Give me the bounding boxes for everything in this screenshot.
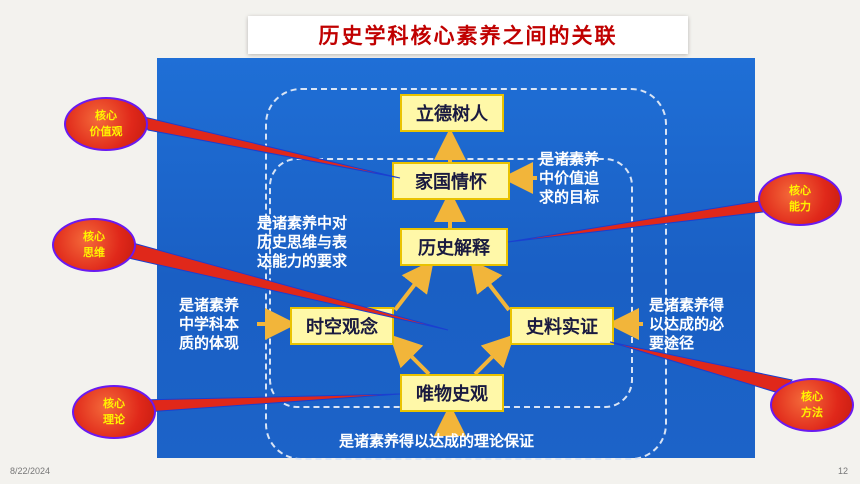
callout-theory: 核心 理论 [72,385,156,439]
arrow-weiwu-to-shiliao [473,334,515,376]
flow-arrows [257,128,643,436]
note-jiaguo: 是诸素养 中价值追 求的目标 [539,150,600,206]
callout-ability: 核心 能力 [758,172,842,226]
footer-date: 8/22/2024 [10,466,51,476]
box-weiwu: 唯物史观 [400,374,504,412]
note-weiwu: 是诸素养得以达成的理论保证 [339,432,535,450]
callout-method: 核心 方法 [770,378,854,432]
pointer-value [138,115,401,179]
arrow-shikong-to-jieshi [393,259,434,312]
box-shikong: 时空观念 [290,307,394,345]
footer-page-number: 12 [837,466,848,476]
callout-value: 核心 价值观 [64,97,148,151]
diagram-panel: 立德树人 家国情怀 历史解释 时空观念 史料实证 唯物史观 是诸素养 中价值追 … [157,58,755,460]
box-lideshuren: 立德树人 [400,94,504,132]
pointer-theory [139,393,401,413]
note-jieshi: 是诸素养中对 历史思维与表 达能力的要求 [257,214,348,270]
box-jiaguo: 家国情怀 [392,162,510,200]
callout-thinking: 核心 思维 [52,218,136,272]
note-shikong: 是诸素养 中学科本 质的体现 [179,296,240,352]
slide-title: 历史学科核心素养之间的关联 [248,16,688,54]
arrow-shiliao-to-jieshi [470,259,511,312]
pointer-thinking [121,239,449,331]
note-shiliao: 是诸素养得 以达成的必 要途径 [649,296,725,352]
arrow-weiwu-to-shikong [389,334,431,376]
outer-dashed-frame [265,88,667,460]
box-shiliao: 史料实证 [510,307,614,345]
pointer-method [609,341,793,395]
box-lishi-jieshi: 历史解释 [400,228,508,266]
pointer-ability [507,195,792,243]
